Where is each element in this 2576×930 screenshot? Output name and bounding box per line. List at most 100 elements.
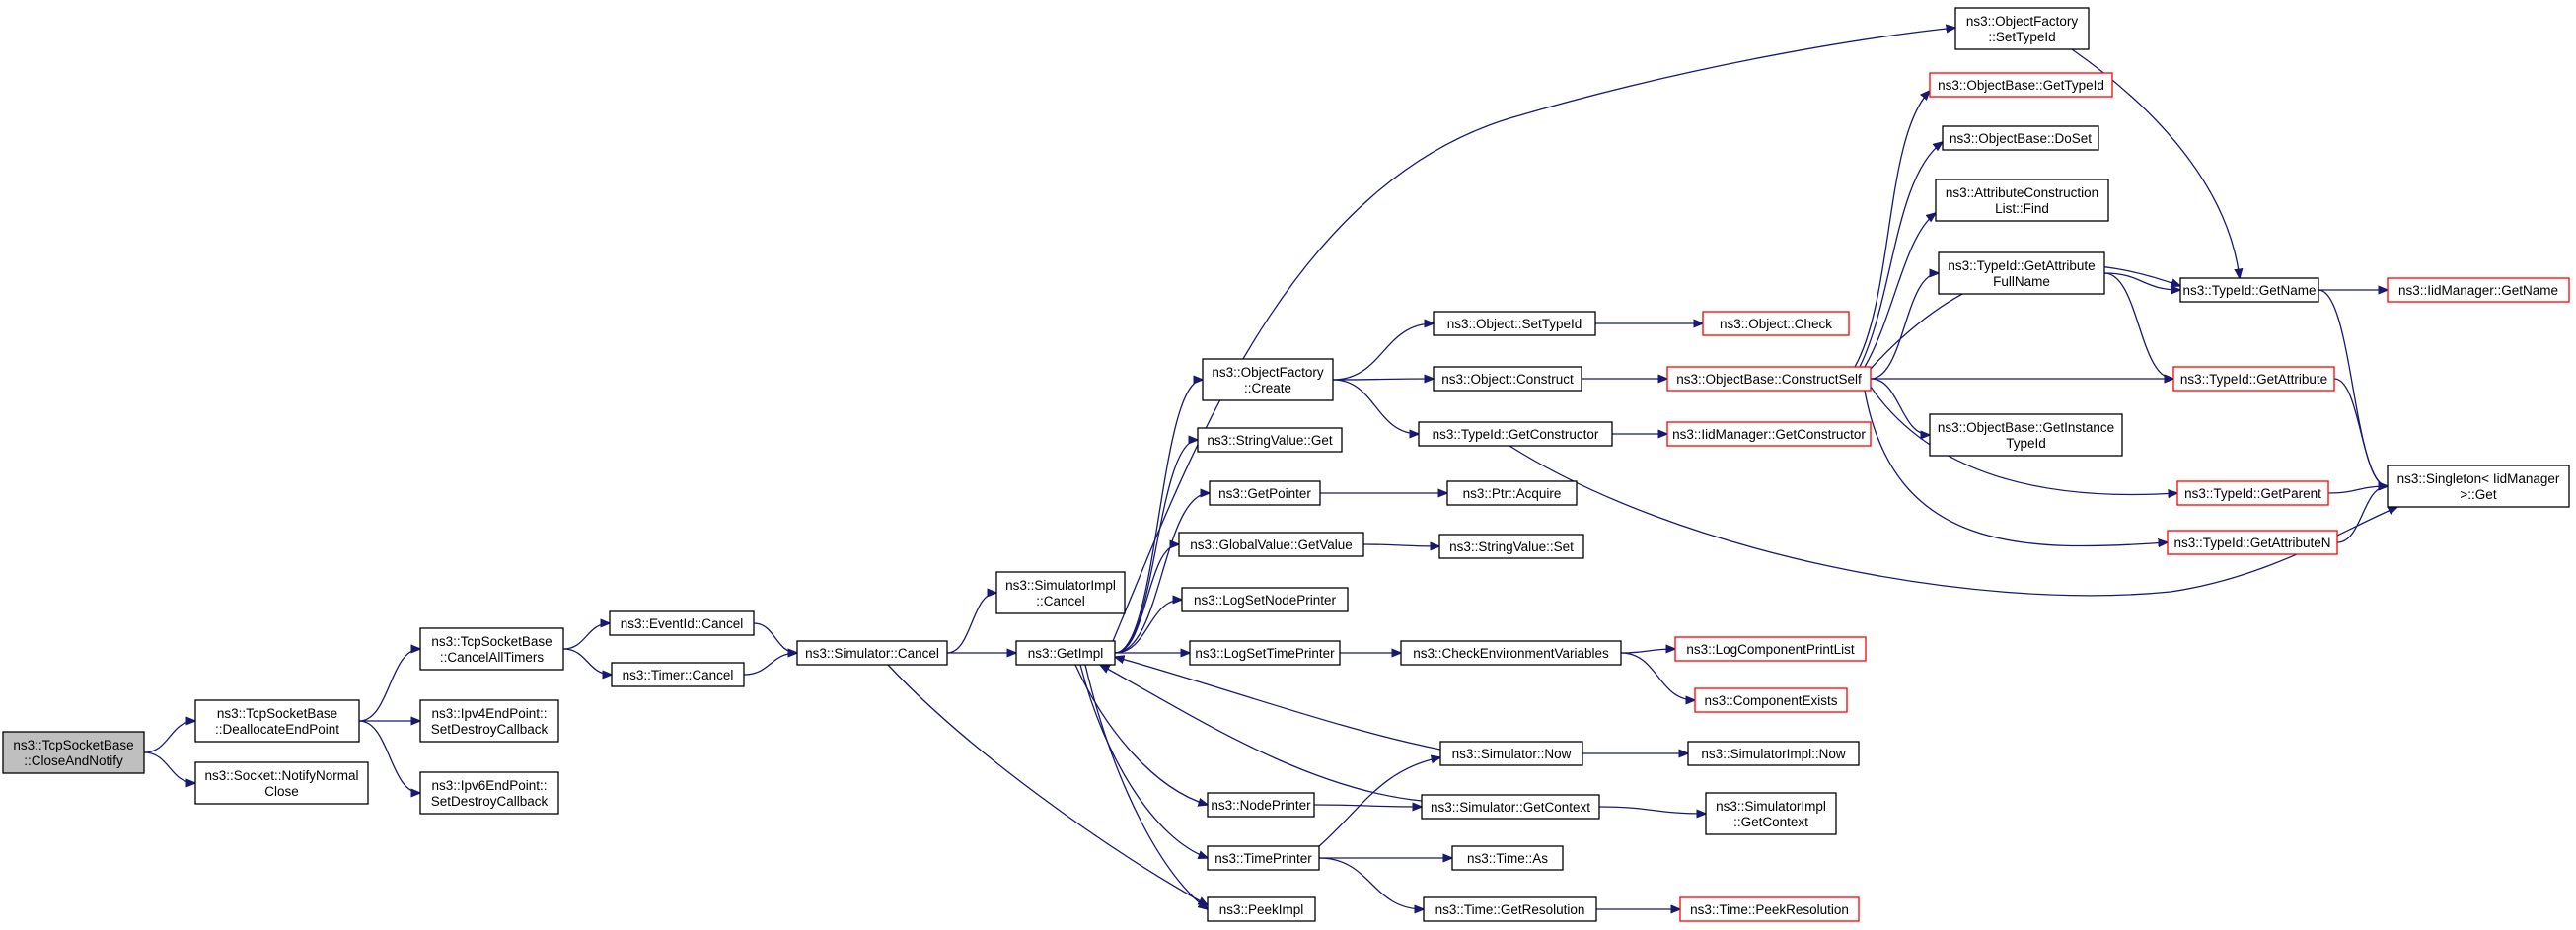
node-check-env-vars[interactable]: ns3::CheckEnvironmentVariables (1400, 640, 1622, 666)
node-label: ns3::LogSetTimePrinter (1195, 646, 1335, 661)
edge-object-factory-create-to-object-construct (1332, 379, 1434, 380)
node-box (2179, 277, 2319, 303)
node-simulator-get-context[interactable]: ns3::Simulator::GetContext (1421, 794, 1600, 820)
edge-get-impl-to-log-set-node-printer (1114, 600, 1182, 654)
edge-type-id-get-attribute-full-name-to-type-id-get-attribute (2103, 272, 2173, 379)
node-node-printer[interactable]: ns3::NodePrinter (1207, 792, 1315, 818)
edge-type-id-get-attribute-n-to-singleton-get (2336, 486, 2388, 543)
node-label: ns3::GetImpl (1028, 646, 1104, 661)
edge-construct-self-to-object-base-do-set (1859, 142, 1943, 368)
node-label: ns3::TypeId::GetConstructor (1433, 427, 1599, 442)
node-time-printer[interactable]: ns3::TimePrinter (1207, 845, 1320, 871)
node-sim-impl-now[interactable]: ns3::SimulatorImpl::Now (1687, 741, 1860, 766)
node-simulator-cancel[interactable]: ns3::Simulator::Cancel (796, 640, 948, 666)
node-label: ns3::Simulator::Now (1452, 747, 1572, 761)
node-label: ns3::ObjectBase::GetInstance (1938, 420, 2114, 435)
node-label: ns3::TypeId::GetParent (2184, 486, 2321, 501)
edge-construct-self-to-object-base-get-type-id (1854, 91, 1930, 368)
node-sim-impl-cancel[interactable]: ns3::SimulatorImpl::Cancel (995, 571, 1126, 614)
node-log-set-time-printer[interactable]: ns3::LogSetTimePrinter (1189, 640, 1341, 666)
node-singleton-get[interactable]: ns3::Singleton< IidManager >::Get (2387, 465, 2570, 508)
node-box (1687, 741, 1860, 766)
node-cancel-all-timers[interactable]: ns3::TcpSocketBase::CancelAllTimers (419, 627, 564, 671)
node-box (1929, 413, 2123, 457)
node-box (2167, 530, 2338, 555)
node-label: TypeId (2006, 436, 2046, 451)
edge-construct-self-to-type-id-get-attribute-full-name (1870, 273, 1939, 380)
node-sim-impl-get-context[interactable]: ns3::SimulatorImpl::GetContext (1705, 792, 1837, 835)
node-event-id-cancel[interactable]: ns3::EventId::Cancel (609, 610, 755, 636)
node-label: ns3::SimulatorImpl::Now (1701, 747, 1846, 761)
node-label: ns3::TcpSocketBase (13, 738, 133, 752)
node-deallocate-end-point[interactable]: ns3::TcpSocketBase::DeallocateEndPoint (194, 699, 360, 743)
edge-check-env-vars-to-component-exists (1620, 652, 1695, 700)
node-label: ::SetTypeId (1988, 30, 2055, 44)
node-box (2387, 465, 2570, 508)
node-box (1202, 358, 1334, 401)
node-component-exists[interactable]: ns3::ComponentExists (1694, 687, 1848, 713)
node-object-base-get-type-id[interactable]: ns3::ObjectBase::GetTypeId (1929, 72, 2113, 98)
node-ptr-acquire[interactable]: ns3::Ptr::Acquire (1446, 480, 1578, 506)
node-label: ns3::ObjectBase::DoSet (1950, 131, 2092, 146)
node-object-factory-set-type-id[interactable]: ns3::ObjectFactory::SetTypeId (1954, 7, 2090, 50)
node-iid-get-constructor[interactable]: ns3::IidManager::GetConstructor (1666, 421, 1872, 447)
node-box (1666, 421, 1872, 447)
node-object-base-do-set[interactable]: ns3::ObjectBase::DoSet (1942, 125, 2099, 151)
edge-object-factory-create-to-object-set-type-id (1332, 323, 1434, 381)
node-type-id-get-attribute-n[interactable]: ns3::TypeId::GetAttributeN (2167, 530, 2338, 555)
node-label: ns3::Time::PeekResolution (1690, 902, 1849, 917)
node-object-check[interactable]: ns3::Object::Check (1702, 311, 1850, 336)
node-string-value-get[interactable]: ns3::StringValue::Get (1197, 427, 1343, 453)
node-timer-cancel[interactable]: ns3::Timer::Cancel (611, 662, 745, 687)
node-time-get-resolution[interactable]: ns3::Time::GetResolution (1423, 896, 1597, 922)
node-box (1433, 311, 1596, 336)
node-box (1207, 792, 1315, 818)
node-label: Close (264, 784, 299, 799)
node-label: ns3::Socket::NotifyNormal (204, 768, 358, 783)
node-label: ns3::ObjectBase::GetTypeId (1938, 78, 2104, 93)
node-construct-self[interactable]: ns3::ObjectBase::ConstructSelf (1666, 366, 1872, 392)
node-label: ns3::IidManager::GetConstructor (1672, 427, 1866, 442)
node-type-id-get-constructor[interactable]: ns3::TypeId::GetConstructor (1418, 421, 1613, 447)
node-get-pointer[interactable]: ns3::GetPointer (1209, 480, 1321, 506)
edge-get-impl-to-global-value-get-value (1114, 544, 1179, 654)
node-ipv4-set-destroy[interactable]: ns3::Ipv4EndPoint::SetDestroyCallback (419, 699, 559, 743)
edge-time-printer-to-time-get-resolution (1318, 857, 1424, 909)
node-object-construct[interactable]: ns3::Object::Construct (1433, 366, 1582, 392)
node-log-component-print-list[interactable]: ns3::LogComponentPrintList (1674, 636, 1867, 662)
node-label: ns3::NodePrinter (1211, 798, 1311, 813)
node-iid-get-name[interactable]: ns3::IidManager::GetName (2387, 277, 2570, 303)
node-simulator-now[interactable]: ns3::Simulator::Now (1439, 741, 1583, 766)
node-log-set-node-printer[interactable]: ns3::LogSetNodePrinter (1181, 587, 1349, 612)
node-label: ns3::TcpSocketBase (217, 706, 337, 721)
node-time-as[interactable]: ns3::Time::As (1451, 845, 1564, 871)
node-label: ns3::TypeId::GetAttribute (1948, 258, 2095, 273)
edge-close-and-notify-to-deallocate-end-point (143, 721, 195, 753)
node-box (1935, 179, 2109, 222)
node-close-and-notify[interactable]: ns3::TcpSocketBase::CloseAndNotify (2, 731, 145, 774)
edge-get-impl-to-peek-impl (1084, 664, 1208, 909)
edge-get-impl-to-object-factory-create (1114, 380, 1203, 654)
node-object-set-type-id[interactable]: ns3::Object::SetTypeId (1433, 311, 1596, 336)
node-time-peek-resolution[interactable]: ns3::Time::PeekResolution (1679, 896, 1860, 922)
node-box (1015, 640, 1116, 666)
node-string-value-set[interactable]: ns3::StringValue::Set (1438, 534, 1584, 559)
node-peek-impl[interactable]: ns3::PeekImpl (1207, 896, 1316, 922)
node-object-factory-create[interactable]: ns3::ObjectFactory::Create (1202, 358, 1334, 401)
node-box (419, 771, 559, 815)
node-get-impl[interactable]: ns3::GetImpl (1015, 640, 1116, 666)
node-type-id-get-parent[interactable]: ns3::TypeId::GetParent (2176, 480, 2329, 506)
node-box (1702, 311, 1850, 336)
node-layer: ns3::TcpSocketBase::CloseAndNotifyns3::T… (2, 7, 2570, 922)
node-label: ns3::IidManager::GetName (2398, 283, 2558, 298)
node-type-id-get-attribute[interactable]: ns3::TypeId::GetAttribute (2172, 366, 2335, 392)
node-ipv6-set-destroy[interactable]: ns3::Ipv6EndPoint::SetDestroyCallback (419, 771, 559, 815)
edge-get-impl-to-object-factory-set-type-id (1112, 28, 1955, 642)
edge-cancel-all-timers-to-timer-cancel (562, 648, 612, 675)
node-global-value-get-value[interactable]: ns3::GlobalValue::GetValue (1178, 532, 1364, 557)
node-type-id-get-name[interactable]: ns3::TypeId::GetName (2179, 277, 2319, 303)
